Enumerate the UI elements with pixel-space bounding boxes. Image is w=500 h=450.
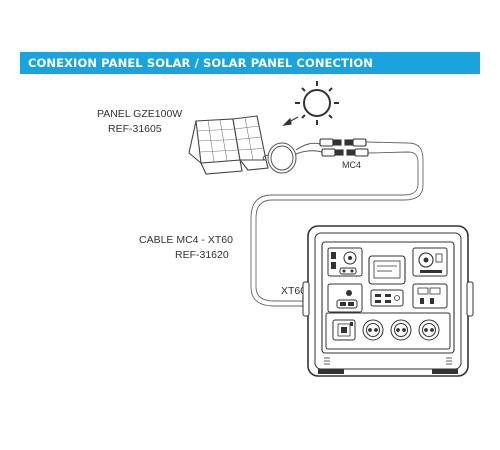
ac-outlet-icons — [362, 319, 440, 341]
solar-panel-icon — [188, 115, 269, 175]
solar-panel-cells — [196, 117, 265, 163]
mc4-xt60-cable — [250, 141, 424, 307]
header-title: CONEXION PANEL SOLAR / SOLAR PANEL CONEC… — [28, 56, 373, 70]
vent-slits — [324, 357, 452, 365]
mc4-label: MC4 — [342, 160, 361, 170]
cable-ref: REF-31620 — [175, 249, 229, 261]
sun-icon — [295, 81, 339, 125]
panel-name: PANEL GZE100W — [97, 108, 182, 120]
panel-ref: REF-31605 — [108, 123, 162, 135]
power-station-icon — [302, 225, 474, 377]
sunlight-arrow — [282, 116, 299, 126]
xt60-label: XT60 — [281, 285, 306, 297]
cable-name: CABLE MC4 - XT60 — [139, 234, 233, 246]
mc4-connector-icon — [319, 138, 369, 157]
header-banner: CONEXION PANEL SOLAR / SOLAR PANEL CONEC… — [20, 52, 480, 74]
panel-cable-coil — [262, 142, 323, 174]
